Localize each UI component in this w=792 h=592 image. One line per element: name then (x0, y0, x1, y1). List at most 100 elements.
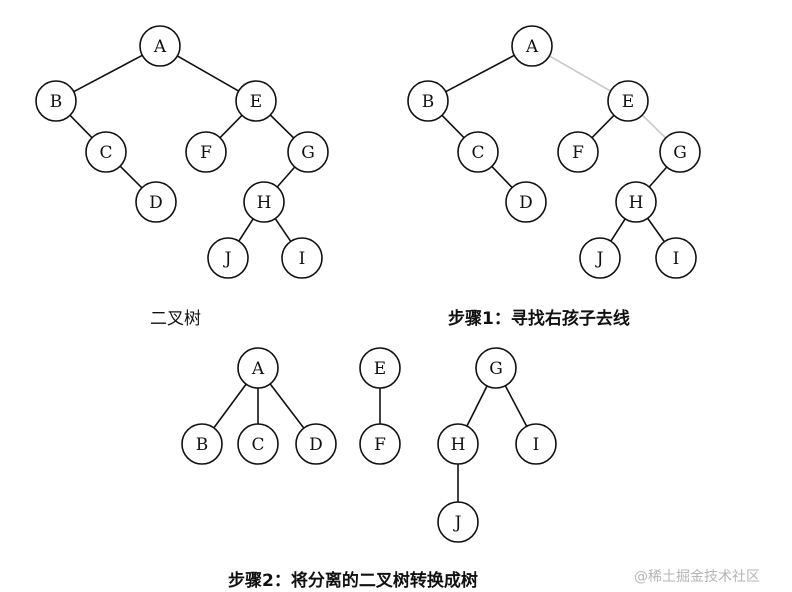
binary-tree-node-d: D (135, 181, 177, 223)
binary-tree-edge-c-d (119, 165, 143, 189)
watermark: @稀土掘金技术社区 (634, 569, 760, 585)
node-circle (185, 131, 227, 173)
node-circle (287, 131, 329, 173)
node-label: C (99, 143, 112, 163)
step2-node-b: B (181, 423, 223, 465)
node-label: H (629, 193, 644, 213)
step2-edge-g-h (466, 385, 488, 427)
binary-tree-node-c: C (85, 131, 127, 173)
step2-edge-a-d (269, 383, 305, 429)
node-label: C (471, 143, 484, 163)
node-circle (181, 423, 223, 465)
binary-tree-edge-e-g (269, 114, 295, 139)
node-circle (295, 423, 337, 465)
binary-tree-node-b: B (35, 80, 77, 122)
binary-tree-edge-g-h (276, 166, 296, 188)
node-circle (511, 25, 553, 67)
node-label: A (525, 37, 539, 57)
node-label: C (251, 435, 264, 455)
step2-node-e: E (359, 347, 401, 389)
step1-node-b: B (407, 80, 449, 122)
step2-node-f: F (359, 423, 401, 465)
step1-node-e: E (607, 80, 649, 122)
node-label: I (299, 249, 306, 269)
node-label: I (673, 249, 680, 269)
step1-removed-edge-a-e (548, 55, 612, 92)
node-circle (515, 423, 557, 465)
node-circle (557, 131, 599, 173)
node-label: B (422, 92, 435, 112)
node-circle (35, 80, 77, 122)
step1-edge-h-i (646, 217, 666, 243)
node-label: F (200, 143, 212, 163)
node-label: B (196, 435, 209, 455)
binary-tree-node-f: F (185, 131, 227, 173)
node-circle (281, 237, 323, 279)
node-label: I (533, 435, 540, 455)
node-circle (359, 347, 401, 389)
step1-node-g: G (659, 131, 701, 173)
node-circle (243, 181, 285, 223)
node-label: G (301, 143, 315, 163)
step1-edge-e-f (591, 114, 615, 139)
binary-tree-edge-b-c (69, 114, 93, 139)
node-circle (437, 501, 479, 543)
step1-node-f: F (557, 131, 599, 173)
node-circle (475, 347, 517, 389)
node-label: J (223, 249, 232, 269)
node-label: J (453, 513, 462, 533)
binary-tree-node-i: I (281, 237, 323, 279)
step2-node-h: H (437, 423, 479, 465)
caption-step1: 步骤1：寻找右孩子去线 (448, 309, 630, 329)
step1-node-a: A (511, 25, 553, 67)
caption-step2: 步骤2：将分离的二叉树转换成树 (228, 571, 478, 591)
node-circle (135, 181, 177, 223)
binary-tree-node-h: H (243, 181, 285, 223)
node-circle (437, 423, 479, 465)
binary-tree-edge-a-b (73, 54, 143, 93)
binary-tree-edge-h-i (274, 218, 292, 242)
step2-node-c: C (237, 423, 279, 465)
binary-tree-edge-e-f (219, 114, 243, 139)
node-circle (237, 423, 279, 465)
node-circle (407, 80, 449, 122)
node-circle (505, 181, 547, 223)
step1-node-c: C (457, 131, 499, 173)
step1-edge-b-c (441, 114, 465, 139)
step2-node-j: J (437, 501, 479, 543)
node-circle (615, 181, 657, 223)
node-label: F (374, 435, 386, 455)
node-circle (655, 237, 697, 279)
step1-removed-edge-e-g (641, 114, 667, 139)
node-circle (235, 80, 277, 122)
step2-node-d: D (295, 423, 337, 465)
node-label: A (153, 37, 167, 57)
node-label: E (374, 359, 386, 379)
node-circle (579, 237, 621, 279)
node-circle (207, 237, 249, 279)
step1-edge-c-d (491, 165, 513, 189)
binary-tree-node-e: E (235, 80, 277, 122)
step1-node-h: H (615, 181, 657, 223)
node-circle (85, 131, 127, 173)
node-circle (607, 80, 649, 122)
step2-edge-g-i (504, 385, 528, 427)
node-circle (139, 25, 181, 67)
step2-node-a: A (237, 347, 279, 389)
node-label: B (50, 92, 63, 112)
node-label: J (595, 249, 604, 269)
binary-tree-edge-h-j (238, 218, 254, 242)
node-circle (457, 131, 499, 173)
node-label: A (251, 359, 265, 379)
node-label: D (149, 193, 163, 213)
binary-tree-node-a: A (139, 25, 181, 67)
binary-tree-node-g: G (287, 131, 329, 173)
node-circle (659, 131, 701, 173)
step1-node-i: I (655, 237, 697, 279)
step2-node-i: I (515, 423, 557, 465)
node-label: E (622, 92, 634, 112)
node-label: D (309, 435, 323, 455)
node-label: G (489, 359, 503, 379)
binary-tree-node-j: J (207, 237, 249, 279)
